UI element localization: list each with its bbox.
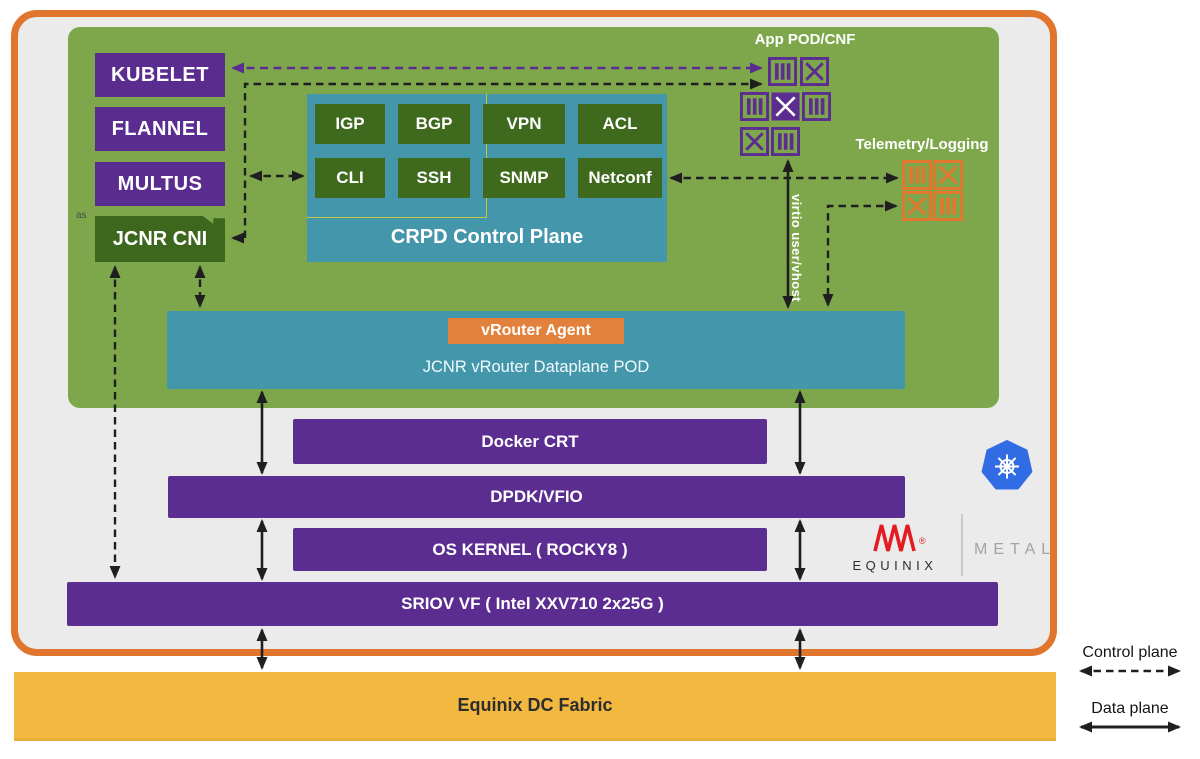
sriov-vf-bar: SRIOV VF ( Intel XXV710 2x25G ) [67, 582, 998, 626]
pod-bars-icon [768, 57, 797, 86]
docker-crt-bar: Docker CRT [293, 419, 767, 464]
telemetry-bars-icon [933, 191, 963, 221]
vrouter-dataplane-box: vRouter Agent JCNR vRouter Dataplane POD [167, 311, 905, 389]
metal-wordmark: METAL [974, 541, 1057, 558]
as-note: as [76, 210, 87, 221]
kubelet-box: KUBELET [95, 53, 225, 97]
ssh-box: SSH [398, 158, 470, 198]
jcnr-cni-box: JCNR CNI [95, 216, 225, 262]
telemetry-cross-icon [902, 191, 932, 221]
vrouter-agent-box: vRouter Agent [448, 318, 624, 344]
pod-cross-icon [800, 57, 829, 86]
multus-label: MULTUS [117, 172, 203, 195]
registered-mark: ® [919, 536, 926, 546]
crpd-title: CRPD Control Plane [390, 226, 584, 248]
legend-data-plane-label: Data plane [1091, 700, 1169, 717]
pod-cross-icon [740, 127, 769, 156]
equinix-mark-icon [873, 524, 916, 552]
multus-box: MULTUS [95, 162, 225, 206]
telemetry-cross-icon [933, 160, 963, 190]
logo-divider [961, 514, 963, 576]
kubernetes-logo [981, 440, 1033, 490]
flannel-box: FLANNEL [95, 107, 225, 151]
flannel-label: FLANNEL [111, 117, 209, 140]
snmp-box: SNMP [483, 158, 565, 198]
dpdk-vfio-bar: DPDK/VFIO [168, 476, 905, 518]
vrouter-dataplane-label: JCNR vRouter Dataplane POD [422, 358, 650, 376]
pod-bars-icon [802, 92, 831, 121]
fabric-label: Equinix DC Fabric [457, 694, 613, 715]
pod-bars-icon [740, 92, 769, 121]
legend-control-plane-label: Control plane [1082, 644, 1178, 661]
telemetry-label: Telemetry/Logging [855, 136, 989, 153]
virtio-label: virtio user/vhost [789, 194, 804, 302]
cli-box: CLI [315, 158, 385, 198]
igp-box: IGP [315, 104, 385, 144]
os-kernel-bar: OS KERNEL ( ROCKY8 ) [293, 528, 767, 571]
jcnr-cni-label: JCNR CNI [112, 227, 208, 250]
pod-cross-filled-icon [771, 92, 800, 121]
acl-box: ACL [578, 104, 662, 144]
app-pod-label: App POD/CNF [754, 31, 856, 48]
pod-bars-icon [771, 127, 800, 156]
kubelet-label: KUBELET [111, 63, 209, 86]
vpn-box: VPN [483, 104, 565, 144]
bgp-box: BGP [398, 104, 470, 144]
equinix-dc-fabric-bar: Equinix DC Fabric [14, 672, 1056, 741]
equinix-wordmark: EQUINIX [852, 558, 938, 573]
netconf-box: Netconf [578, 158, 662, 198]
telemetry-bars-icon [902, 160, 932, 190]
